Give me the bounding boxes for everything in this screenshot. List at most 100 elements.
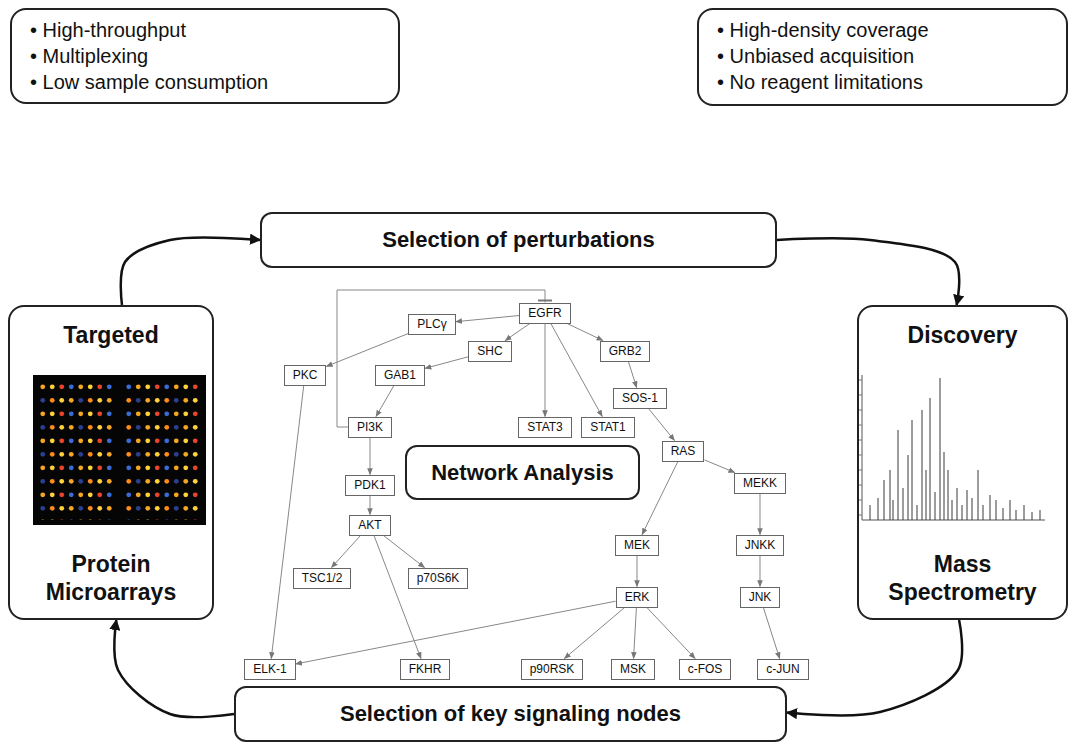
protein-node: MSK — [611, 659, 655, 680]
signaling-link — [332, 536, 361, 568]
signaling-link — [642, 462, 678, 535]
protein-node: STAT1 — [581, 417, 635, 438]
bullet-item: • Unbiased acquisition — [717, 43, 1048, 69]
signaling-link — [326, 334, 408, 367]
microarray-image — [33, 375, 206, 525]
protein-node: TSC1/2 — [293, 568, 352, 589]
protein-node: STAT3 — [518, 417, 572, 438]
hub-box: Network Analysis — [405, 445, 640, 500]
signaling-link — [369, 496, 370, 515]
protein-node: PKC — [284, 365, 327, 386]
protein-node: PI3K — [348, 417, 392, 438]
signaling-link — [634, 608, 637, 659]
protein-name: SOS-1 — [622, 391, 658, 406]
protein-name: ERK — [625, 590, 650, 605]
protein-name: RAS — [671, 444, 696, 459]
protein-node: PDK1 — [345, 475, 394, 496]
cycle-arrow — [114, 620, 234, 717]
signaling-link — [383, 536, 424, 568]
protein-name: STAT1 — [590, 420, 626, 435]
protein-name: JNKK — [745, 538, 776, 553]
signaling-link — [649, 409, 675, 441]
spectrum-peaks — [870, 378, 1040, 520]
protein-name: c-JUN — [766, 662, 799, 677]
bullet-item: • High-throughput — [30, 17, 380, 43]
signaling-link — [628, 362, 636, 388]
signaling-link — [647, 608, 695, 659]
protein-name: GRB2 — [609, 344, 642, 359]
microarray-spots — [124, 380, 200, 520]
panel-label: Discovery — [908, 321, 1018, 349]
panel-label: Mass Spectrometry — [878, 550, 1048, 606]
protein-name: STAT3 — [527, 420, 563, 435]
protein-node: JNK — [740, 587, 781, 608]
protein-name: AKT — [358, 518, 381, 533]
microarray-spots — [38, 380, 114, 520]
protein-name: p90RSK — [530, 662, 575, 677]
protein-node: RAS — [662, 441, 705, 462]
protein-name: PI3K — [357, 420, 383, 435]
bullet-item: • Low sample consumption — [30, 69, 380, 95]
protein-name: ELK-1 — [253, 662, 286, 677]
bullet-item: • No reagent limitations — [717, 69, 1048, 95]
protein-node: FKHR — [400, 659, 451, 680]
mass-spectrum — [858, 375, 1045, 520]
signaling-link — [456, 315, 520, 321]
protein-name: GAB1 — [384, 368, 416, 383]
signaling-link — [759, 494, 760, 535]
hub-label: Network Analysis — [431, 460, 614, 486]
signaling-link — [763, 608, 779, 659]
protein-name: MSK — [620, 662, 646, 677]
protein-node: SOS-1 — [613, 388, 667, 409]
cycle-arrow — [787, 620, 962, 715]
protein-name: PDK1 — [354, 478, 385, 493]
protein-name: p70S6K — [417, 571, 460, 586]
signaling-link — [551, 324, 602, 417]
protein-node: p70S6K — [408, 568, 469, 589]
cycle-arrow — [121, 237, 260, 305]
signaling-link — [564, 608, 624, 659]
microarray-slide — [33, 375, 206, 525]
protein-name: SHC — [477, 344, 502, 359]
protein-node: ELK-1 — [244, 659, 295, 680]
spectrum-axis — [862, 375, 1045, 520]
signaling-link — [505, 324, 530, 341]
bullet-item: • Multiplexing — [30, 43, 380, 69]
protein-node: c-JUN — [757, 659, 808, 680]
protein-name: PLCγ — [417, 317, 446, 332]
cycle-arrow — [777, 238, 959, 305]
process-box: Selection of perturbations — [260, 212, 777, 268]
feature-list-box: • High-throughput• Multiplexing• Low sam… — [10, 8, 400, 104]
method-panel: DiscoveryMass Spectrometry — [857, 305, 1068, 620]
signaling-link — [376, 386, 394, 417]
protein-name: MEK — [624, 538, 650, 553]
protein-node: EGFR — [519, 303, 570, 324]
protein-node: c-FOS — [679, 659, 732, 680]
panel-label: Protein Microarrays — [26, 550, 196, 606]
signaling-link — [369, 438, 370, 475]
protein-node: SHC — [468, 341, 511, 362]
protein-name: TSC1/2 — [302, 571, 343, 586]
protein-node: AKT — [349, 515, 390, 536]
process-label: Selection of key signaling nodes — [340, 701, 681, 727]
protein-name: c-FOS — [688, 662, 723, 677]
signaling-link — [704, 460, 734, 473]
inhibition-link — [337, 290, 545, 427]
signaling-link — [759, 556, 760, 587]
process-box: Selection of key signaling nodes — [234, 686, 787, 742]
method-panel: TargetedProtein Microarrays — [8, 305, 214, 620]
signaling-link — [374, 536, 421, 659]
signaling-link — [425, 357, 468, 369]
signaling-link — [271, 386, 304, 659]
protein-name: JNK — [749, 590, 772, 605]
protein-name: FKHR — [409, 662, 442, 677]
protein-name: MEKK — [743, 476, 777, 491]
protein-node: ERK — [616, 587, 659, 608]
protein-name: EGFR — [528, 306, 561, 321]
signaling-link — [636, 556, 637, 587]
protein-node: GRB2 — [600, 341, 651, 362]
